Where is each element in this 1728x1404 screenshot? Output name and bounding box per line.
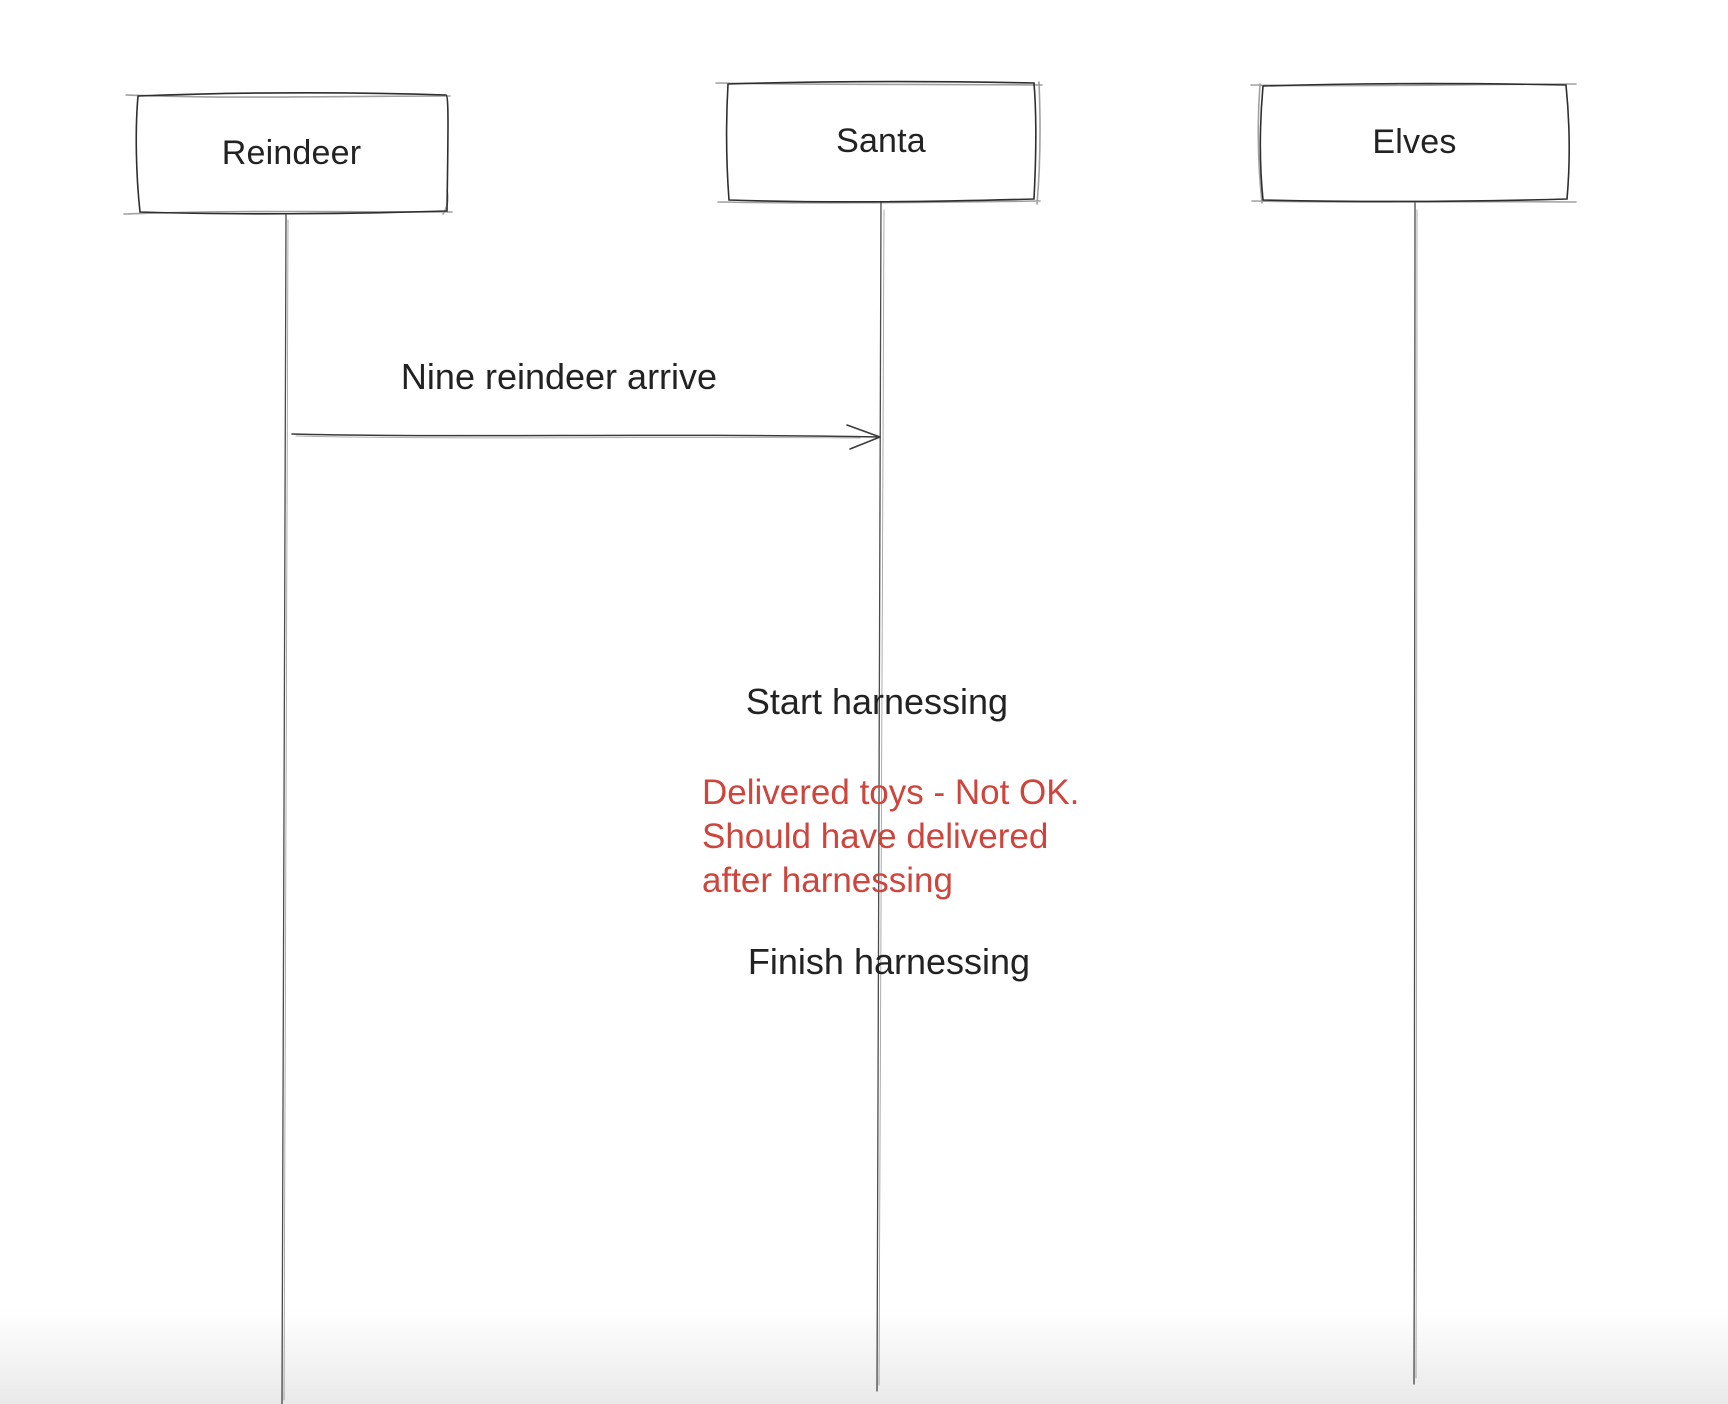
lifeline-reindeer[interactable] xyxy=(281,214,289,1404)
actor-label-santa[interactable]: Santa xyxy=(836,122,926,160)
lifeline-reindeer-stroke[interactable] xyxy=(281,214,287,1404)
actor-box-elves-outline[interactable] xyxy=(1259,82,1570,203)
note-finish-harnessing[interactable]: Finish harnessing xyxy=(747,941,1031,982)
actor-label-elves[interactable]: Elves xyxy=(1372,123,1457,161)
actor-box-elves-overdraw xyxy=(1250,83,1577,204)
note-delivered-toys-warning[interactable]: Delivered toys - Not OK. Should have del… xyxy=(702,771,1079,903)
note-start-harnessing[interactable]: Start harnessing xyxy=(745,681,1009,722)
lifeline-elves[interactable] xyxy=(1413,202,1418,1385)
actor-box-reindeer-overdraw xyxy=(123,94,453,215)
actor-box-santa-overdraw xyxy=(715,81,1043,205)
actor-label-reindeer[interactable]: Reindeer xyxy=(221,134,362,172)
actor-box-reindeer-outline[interactable] xyxy=(135,92,449,215)
note-warning-line-1: Delivered toys - Not OK. xyxy=(702,773,1080,812)
actor-box-santa[interactable] xyxy=(715,80,1043,205)
message-label-nine-reindeer-arrive[interactable]: Nine reindeer arrive xyxy=(400,356,718,397)
message-arrow-line-overdraw xyxy=(295,435,861,439)
lifeline-elves-stroke[interactable] xyxy=(1413,202,1417,1385)
message-arrow-line[interactable] xyxy=(291,433,880,438)
message-arrowhead xyxy=(846,424,881,450)
actor-box-santa-outline[interactable] xyxy=(725,80,1037,203)
actor-box-reindeer[interactable] xyxy=(123,92,453,215)
actor-box-elves[interactable] xyxy=(1250,82,1577,204)
message-arrow-nine-reindeer-arrive[interactable] xyxy=(291,424,881,450)
note-warning-line-3: after harnessing xyxy=(702,861,953,900)
lifeline-elves-overdraw xyxy=(1415,209,1418,1379)
note-warning-line-2: Should have delivered xyxy=(702,817,1049,856)
